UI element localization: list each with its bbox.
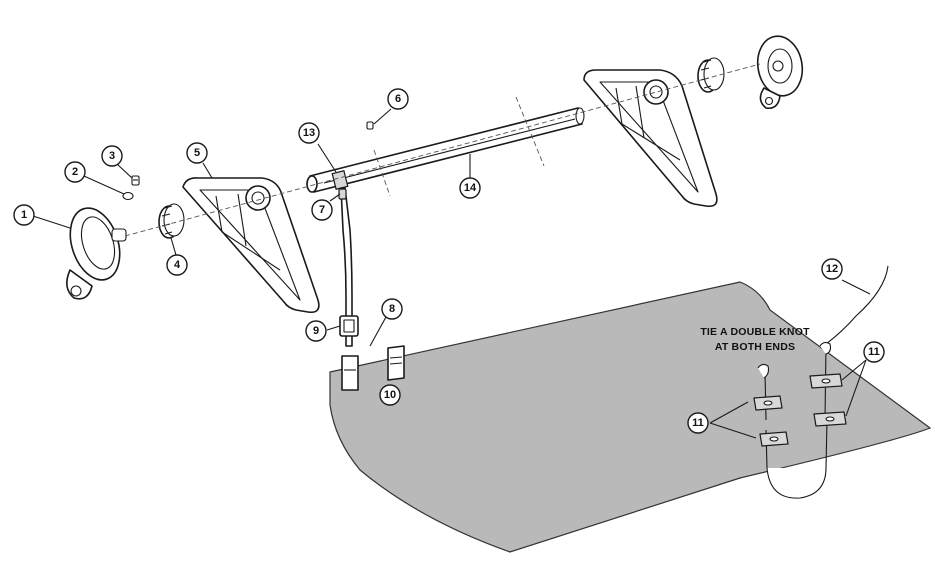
right-bushing <box>697 57 725 93</box>
left-end-cap <box>66 207 127 300</box>
roller-tube <box>306 96 585 197</box>
callout-13-label: 13 <box>303 127 315 139</box>
right-bracket <box>583 69 718 208</box>
callout-10: 10 <box>379 384 401 406</box>
left-bracket <box>182 177 320 314</box>
callout-1: 1 <box>13 204 35 226</box>
callout-7-label: 7 <box>319 204 325 216</box>
callout-7: 7 <box>311 199 333 221</box>
callout-5: 5 <box>186 142 208 164</box>
tie-down-rope <box>757 265 889 499</box>
callout-9-label: 9 <box>313 325 319 337</box>
callout-4-label: 4 <box>174 259 181 271</box>
callout-11-left: 11 <box>687 412 709 434</box>
callout-3: 3 <box>101 145 123 167</box>
callout-3-label: 3 <box>109 150 115 162</box>
strap-clip <box>387 345 405 381</box>
callout-4: 4 <box>166 254 188 276</box>
callout-11-right: 11 <box>863 341 885 363</box>
callout-2: 2 <box>64 161 86 183</box>
callout-1-label: 1 <box>21 209 27 221</box>
callout-12-label: 12 <box>826 263 838 275</box>
callout-8: 8 <box>381 298 403 320</box>
callout-2-label: 2 <box>72 166 78 178</box>
tube-screw <box>366 121 374 130</box>
callout-13: 13 <box>298 122 320 144</box>
washer-and-screw <box>122 175 140 201</box>
callout-5-label: 5 <box>194 147 200 159</box>
crank-handle <box>338 187 359 391</box>
callout-12: 12 <box>821 258 843 280</box>
left-bushing <box>158 203 185 239</box>
callout-11-left-label: 11 <box>692 417 704 429</box>
callout-14-label: 14 <box>464 182 477 194</box>
callout-8-label: 8 <box>389 303 395 315</box>
callout-10-label: 10 <box>384 389 396 401</box>
leader-lines <box>32 108 871 439</box>
knot-note-line-1: TIE A DOUBLE KNOT <box>700 326 810 338</box>
callout-14: 14 <box>459 177 481 199</box>
knot-note-line-2: AT BOTH ENDS <box>715 341 795 353</box>
right-end-cap <box>756 35 804 110</box>
callout-6-label: 6 <box>395 93 401 105</box>
callout-6: 6 <box>387 88 409 110</box>
callout-11-right-label: 11 <box>868 346 880 358</box>
callout-9: 9 <box>305 320 327 342</box>
cover-sheet <box>329 281 932 553</box>
grommets <box>753 373 847 447</box>
